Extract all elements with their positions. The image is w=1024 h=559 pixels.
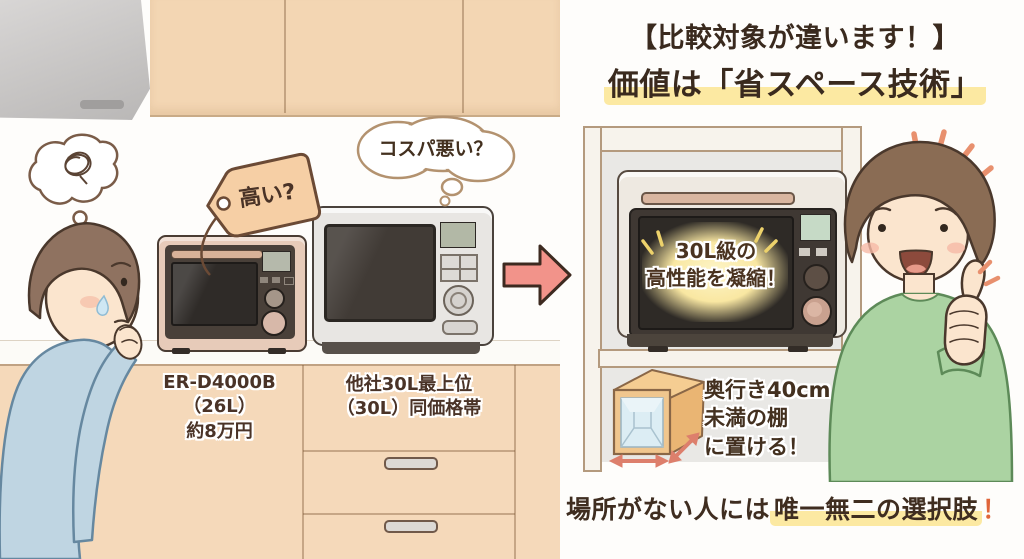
drawer-line: [303, 450, 515, 452]
cabinet-seam: [302, 365, 304, 559]
shelf-cube-icon: [604, 360, 716, 468]
small-microwave-display: [262, 251, 291, 272]
glow-effect: [642, 222, 788, 322]
drawer-line: [303, 513, 515, 515]
small-microwave-button: [260, 277, 268, 283]
small-microwave-foot: [172, 348, 190, 354]
small-microwave-knob: [261, 310, 287, 336]
shelf-top-beam: [583, 126, 861, 152]
small-microwave-price: 約8万円: [186, 420, 253, 442]
glow-label-line2: 高性能を凝縮！: [646, 266, 786, 290]
header-line2-highlight: 価値は「省スペース技術」: [603, 67, 987, 105]
shelf-left-post: [583, 126, 602, 472]
small-microwave-capacity: （26L）: [183, 396, 256, 418]
shelf-note-line1: 奥行き40cm: [704, 378, 831, 402]
cabinet-seam: [462, 0, 464, 113]
footer-tagline: 場所がない人には唯一無二の選択肢！: [566, 490, 1021, 526]
small-microwave-label: ER-D4000B （26L） 約8万円: [137, 371, 302, 444]
featured-microwave-base: [627, 334, 833, 347]
header-line2: 価値は「省スペース技術」: [575, 59, 1015, 105]
upper-cabinets: [150, 0, 560, 117]
glow-label-line1: 30L級の: [675, 239, 757, 263]
featured-microwave-button: [816, 248, 827, 256]
featured-microwave-foot: [648, 346, 668, 352]
small-microwave-button: [272, 277, 280, 283]
cabinet-seam: [514, 365, 516, 559]
large-microwave-display: [440, 222, 476, 248]
range-hood-vent: [80, 100, 124, 109]
large-microwave-base: [322, 342, 480, 354]
footer-highlight: 唯一無二の選択肢: [770, 495, 983, 526]
drawer-handle: [384, 457, 438, 470]
footer-prefix: 場所がない人には: [566, 495, 771, 524]
small-microwave-button: [284, 277, 294, 285]
small-microwave-model: ER-D4000B: [163, 372, 276, 393]
price-tag-icon: 高い?: [162, 145, 338, 292]
small-microwave-foot: [268, 348, 286, 354]
shelf-note-line3: に置ける！: [704, 434, 809, 459]
large-microwave-capacity: （30L）同価格帯: [336, 398, 482, 420]
large-microwave-dial: [443, 285, 474, 316]
right-arrow-icon: [500, 240, 574, 310]
small-microwave-knob: [264, 288, 285, 309]
large-microwave-button-grid: [440, 254, 478, 282]
large-microwave-button: [442, 320, 478, 335]
header-line1: 【比較対象が違います！】: [630, 23, 960, 54]
thought-bubble-label: コスパ悪い？: [378, 138, 493, 160]
large-microwave-label: 他社30L最上位 （30L）同価格帯: [306, 373, 512, 422]
footer-exclamation: ！: [982, 495, 1008, 524]
large-microwave-model: 他社30L最上位: [345, 374, 473, 395]
cabinet-seam: [284, 0, 286, 113]
featured-microwave-knob: [801, 296, 832, 327]
shelf-note-line2: 未満の棚: [704, 406, 788, 431]
thought-bubble-icon: コスパ悪い？: [348, 110, 522, 210]
emphasis-sparkles-icon: [638, 225, 788, 280]
large-microwave-window: [324, 224, 436, 322]
glow-label: 30L級の 高性能を凝縮！: [640, 238, 792, 292]
range-hood: [0, 0, 150, 120]
drawer-handle: [384, 520, 438, 533]
small-microwave-window: [171, 262, 258, 326]
worried-man: [0, 210, 184, 559]
header: 【比較対象が違います！】 価値は「省スペース技術」: [575, 16, 1015, 105]
happy-man: [818, 122, 1024, 484]
featured-microwave-button: [799, 248, 810, 256]
featured-microwave-display: [800, 214, 831, 241]
featured-microwave-foot: [788, 346, 808, 352]
featured-microwave-knob: [803, 264, 830, 291]
featured-microwave-handle: [641, 192, 795, 205]
shelf-note: 奥行き40cm 未満の棚 に置ける！: [704, 376, 844, 461]
